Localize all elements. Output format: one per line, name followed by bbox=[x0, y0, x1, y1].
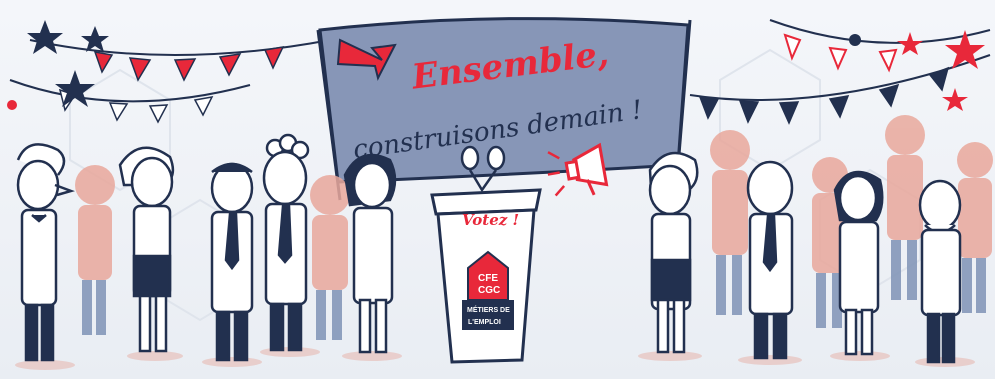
foreground-crowd bbox=[16, 133, 962, 364]
person bbox=[262, 133, 310, 352]
person bbox=[957, 142, 993, 313]
logo-sub1: MÉTIERS DE bbox=[467, 305, 510, 314]
person bbox=[118, 146, 175, 353]
person bbox=[210, 162, 254, 362]
person bbox=[343, 153, 397, 354]
person bbox=[746, 160, 794, 360]
logo-line2: CGC bbox=[478, 285, 500, 296]
megaphone-icon bbox=[547, 142, 609, 197]
person bbox=[16, 143, 75, 362]
logo-line1: CFE bbox=[478, 273, 498, 284]
logo-sub2: L'EMPLOI bbox=[468, 319, 501, 326]
vote-label: Votez ! bbox=[462, 211, 519, 229]
bunting-left bbox=[7, 20, 331, 124]
arrow-icon bbox=[336, 38, 397, 81]
bunting-right bbox=[689, 19, 991, 125]
podium: Votez ! CFE CGC MÉTIERS DE L'EMPLOI bbox=[430, 145, 542, 364]
person bbox=[885, 115, 925, 300]
person bbox=[648, 151, 699, 354]
person bbox=[310, 175, 350, 340]
person bbox=[918, 179, 962, 364]
person bbox=[710, 130, 750, 315]
microphone-icon bbox=[460, 145, 506, 193]
person bbox=[833, 170, 884, 356]
cfe-cgc-logo: CFE CGC MÉTIERS DE L'EMPLOI bbox=[462, 250, 514, 330]
person bbox=[75, 165, 115, 335]
